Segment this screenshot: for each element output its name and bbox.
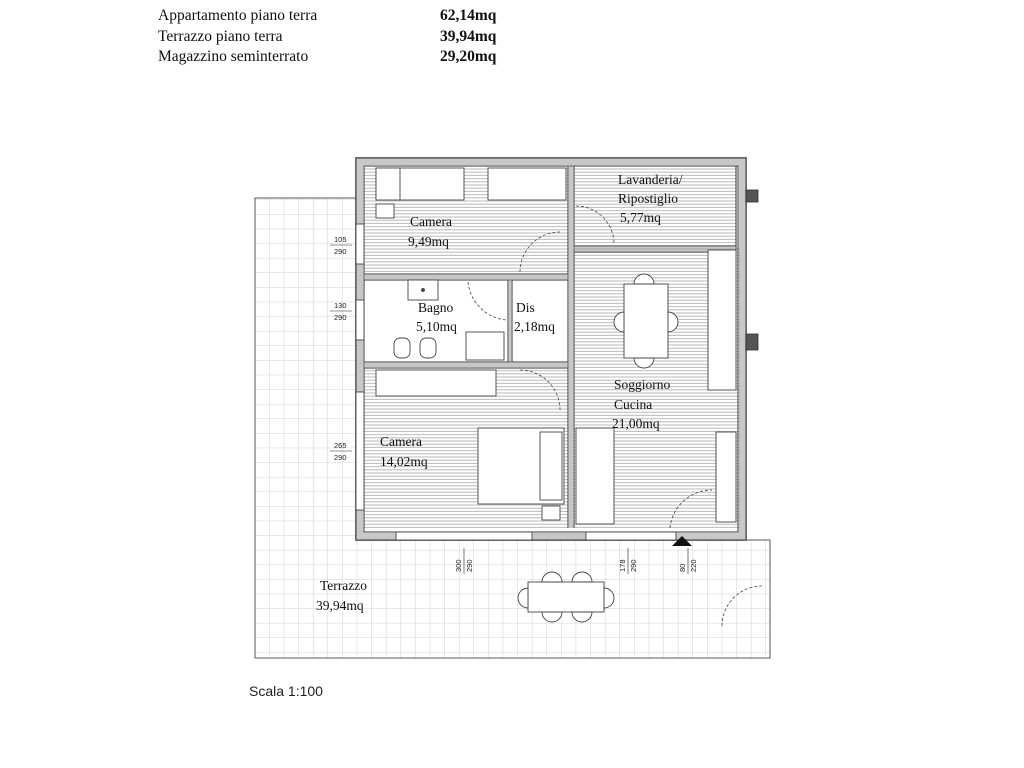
furniture [375, 167, 737, 613]
dim-bottom: 290 [629, 559, 638, 572]
room-name: Dis [516, 300, 535, 315]
room-name: Ripostiglio [618, 191, 678, 206]
room-name: Bagno [418, 300, 453, 315]
bottom-dimensions: 300 290 178 290 80 220 [454, 548, 698, 574]
room-labels: Camera 9,49mq Lavanderia/ Ripostiglio 5,… [316, 172, 683, 613]
room-area: 5,10mq [416, 319, 457, 334]
dim-top: 300 [454, 559, 463, 572]
room-name: Camera [410, 214, 452, 229]
area-value: 29,20mq [440, 48, 497, 65]
wall-fill [356, 158, 746, 540]
area-value: 39,94mq [440, 27, 497, 45]
dim-top: 265 [334, 441, 347, 450]
room-area: 21,00mq [612, 416, 660, 431]
door-swings [467, 205, 763, 627]
area-label: Magazzino seminterrato [158, 48, 309, 65]
windows [355, 189, 759, 541]
room-area: 9,49mq [408, 234, 449, 249]
scale-label: Scala 1:100 [249, 683, 323, 699]
dim-bottom: 290 [465, 559, 474, 572]
room-name: Camera [380, 434, 422, 449]
room-area: 14,02mq [380, 454, 428, 469]
chairs [517, 273, 679, 623]
dim-bottom: 290 [334, 453, 347, 462]
dim-top: 178 [618, 559, 627, 572]
room-name: Terrazzo [320, 578, 367, 593]
area-label: Terrazzo piano terra [158, 27, 283, 45]
room-area: 2,18mq [514, 319, 555, 334]
dim-bottom: 290 [334, 313, 347, 322]
area-value: 62,14mq [440, 7, 497, 24]
dim-top: 130 [334, 301, 347, 310]
entrance-arrow-icon [672, 536, 692, 546]
area-label: Appartamento piano terra [158, 7, 318, 24]
dim-top: 105 [334, 235, 347, 244]
room-name: Soggiorno [614, 377, 671, 392]
dim-bottom: 290 [334, 247, 347, 256]
dim-bottom: 220 [689, 559, 698, 572]
room-name: Cucina [614, 397, 652, 412]
room-area: 5,77mq [620, 210, 661, 225]
window-dimensions: 105 290 130 290 265 290 [330, 235, 352, 462]
dim-top: 80 [678, 564, 687, 572]
room-name: Lavanderia/ [618, 172, 683, 187]
room-area: 39,94mq [316, 598, 364, 613]
